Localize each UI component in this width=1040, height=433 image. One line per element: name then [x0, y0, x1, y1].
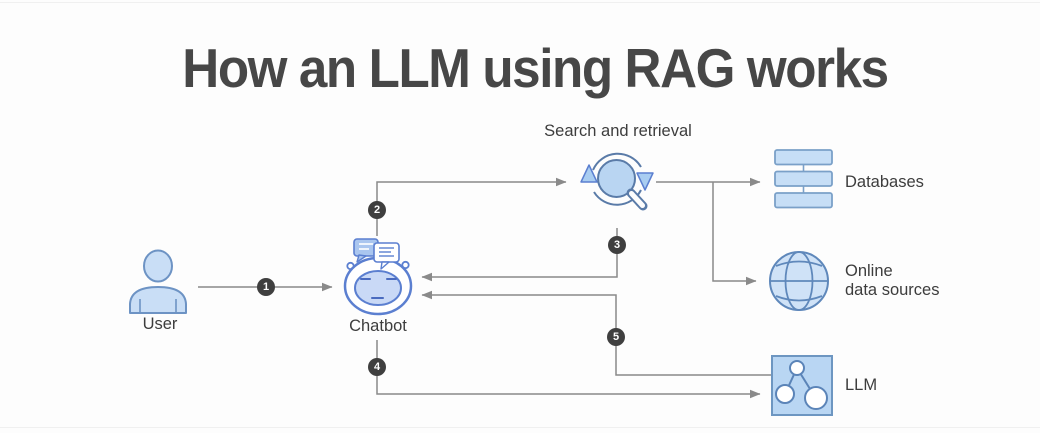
databases-icon [774, 149, 833, 209]
arrow-step-3-search-to-chatbot [421, 228, 618, 282]
page-title: How an LLM using RAG works [182, 37, 889, 99]
chatbot-icon [343, 238, 413, 316]
user-label: User [142, 315, 178, 333]
step-badge-3: 3 [608, 236, 626, 254]
speech-bubble-left-icon [353, 238, 379, 263]
online-data-sources-label: Online data sources [845, 262, 939, 300]
online-data-sources-label-line2: data sources [845, 281, 940, 299]
databases-label: Databases [845, 173, 924, 191]
step-badge-4: 4 [368, 358, 386, 376]
arrow-step-4-chatbot-to-llm [376, 340, 761, 399]
llm-label: LLM [845, 376, 878, 394]
step-badge-2: 2 [368, 201, 386, 219]
arrow-search-to-online-data-sources [712, 182, 757, 286]
arrow-step-2-chatbot-to-search [376, 177, 567, 236]
speech-bubble-right-icon [373, 242, 400, 270]
search-retrieval-label: Search and retrieval [544, 122, 692, 140]
step-badge-1: 1 [257, 278, 275, 296]
top-divider [0, 2, 1040, 3]
chatbot-label: Chatbot [349, 317, 407, 335]
llm-icon [771, 355, 833, 416]
search-retrieval-icon [580, 152, 654, 211]
arrow-step-5-llm-to-chatbot [421, 290, 772, 376]
user-icon [129, 249, 187, 314]
bottom-divider [0, 427, 1040, 428]
step-badge-5: 5 [607, 328, 625, 346]
online-data-sources-icon [769, 251, 829, 311]
online-data-sources-label-line1: Online [845, 262, 893, 280]
